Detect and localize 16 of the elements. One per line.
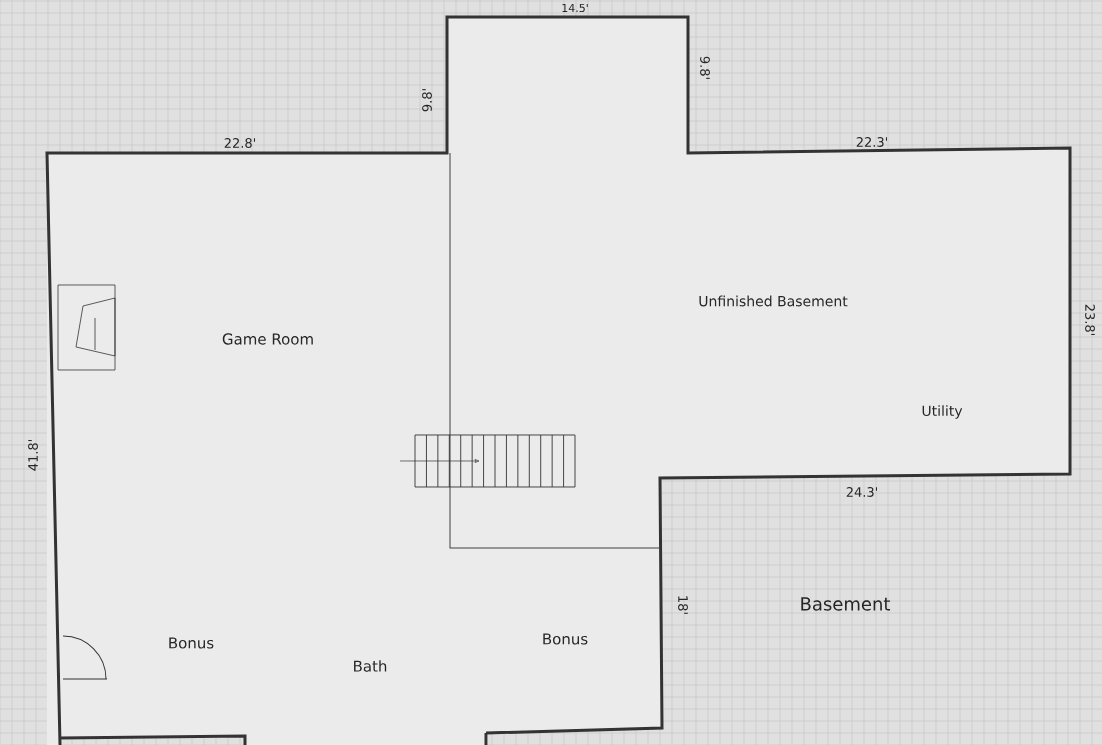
room-label: Bonus — [543, 633, 588, 645]
room-label: Basement — [801, 597, 891, 611]
dimension-label: 9.8' — [422, 89, 432, 112]
room-label: Game Room — [222, 333, 313, 345]
dimension-label: 24.3' — [846, 487, 878, 497]
room-label: Unfinished Basement — [699, 295, 848, 307]
dimension-label: 23.8' — [1085, 304, 1095, 335]
dimension-label: 22.8' — [224, 138, 255, 148]
dimension-label: 9.8' — [700, 56, 710, 79]
dimension-label: 14.5' — [562, 3, 588, 13]
dimension-label: 22.3' — [856, 137, 888, 147]
room-label: Bonus — [169, 637, 214, 649]
room-label: Bath — [354, 660, 387, 672]
dimension-label: 41.8' — [28, 440, 38, 471]
room-label: Utility — [922, 405, 963, 419]
dimension-label: 18' — [678, 596, 688, 614]
